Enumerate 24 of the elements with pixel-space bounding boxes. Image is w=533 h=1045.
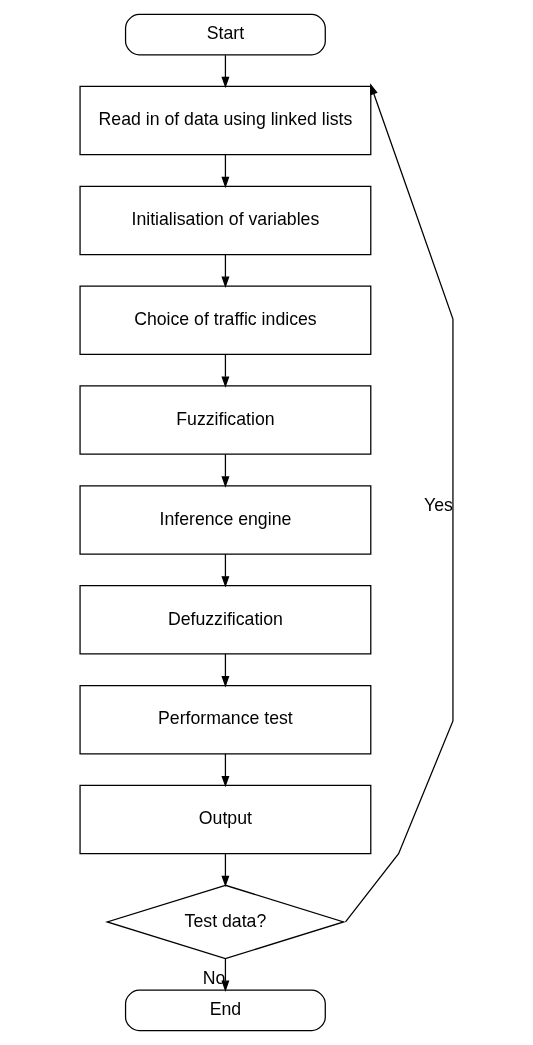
arrow [221, 453, 230, 488]
node-box: End [124, 989, 326, 1032]
arrow [221, 853, 230, 888]
edge-label: No [202, 967, 226, 988]
arrow [221, 353, 230, 388]
arrow [221, 653, 230, 688]
edge-label: Yes [423, 494, 453, 515]
node-box: Fuzzification [79, 385, 372, 455]
arrow [221, 753, 230, 788]
node-box: Output [79, 784, 372, 855]
node-box: Read in of data using linked lists [79, 85, 372, 156]
arrow [221, 254, 230, 288]
arrow [221, 958, 230, 992]
node-box: Performance test [79, 684, 372, 755]
node-diamond: Test data? [105, 884, 346, 960]
node-box: Start [124, 13, 326, 56]
node-box: Choice of traffic indices [79, 285, 372, 355]
node-box: Initialisation of variables [79, 185, 372, 256]
arrow [221, 54, 230, 89]
arrow [344, 83, 454, 923]
node-box: Defuzzification [79, 585, 372, 655]
arrow [221, 154, 230, 189]
arrow [221, 553, 230, 588]
node-box: Inference engine [79, 485, 372, 555]
